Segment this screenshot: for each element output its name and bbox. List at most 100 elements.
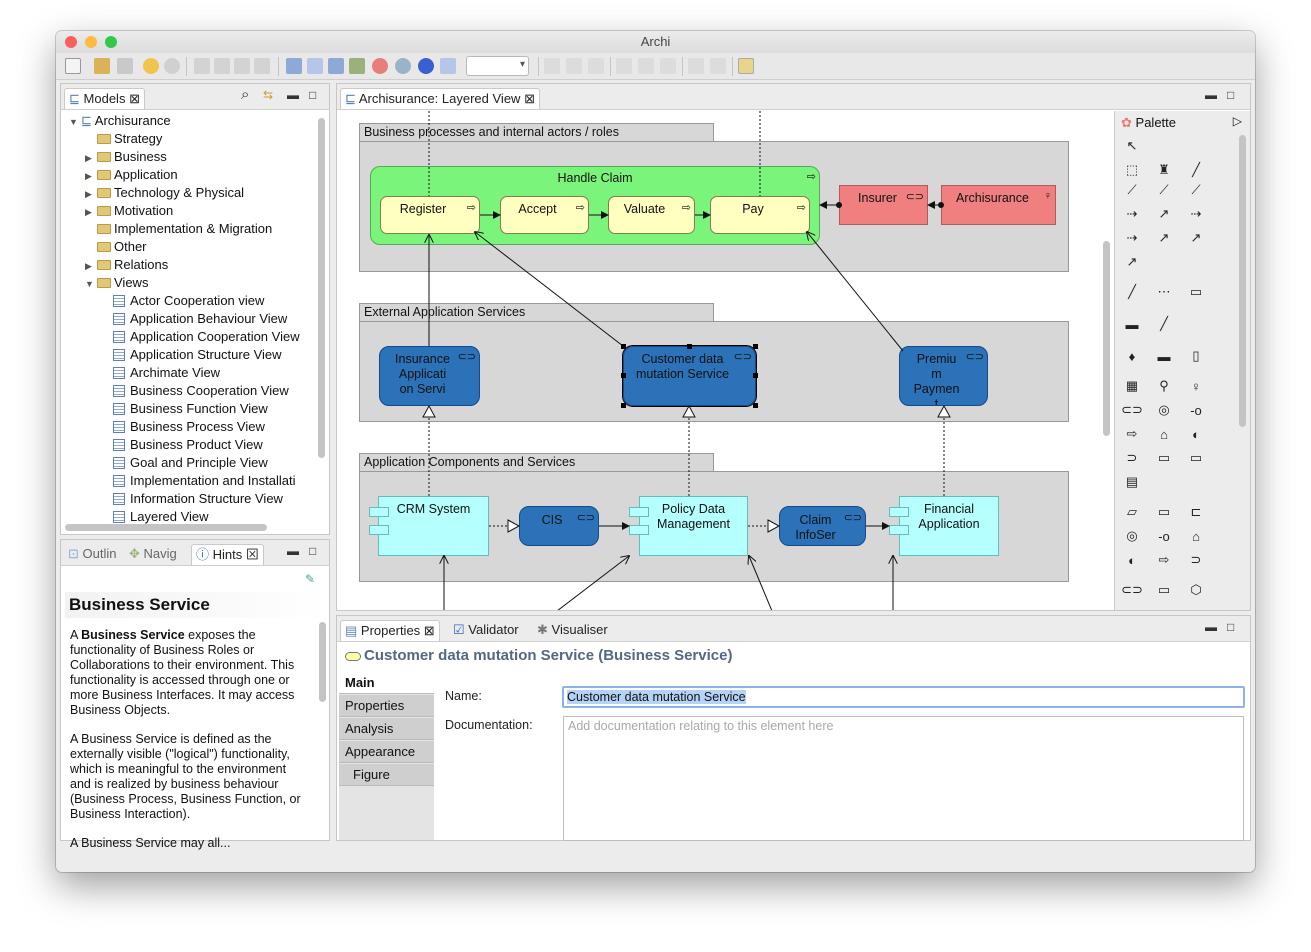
minimize-panel-icon[interactable]: ▬	[287, 544, 299, 558]
tree-item[interactable]: Business Function View	[101, 400, 268, 418]
palette-tool-icon[interactable]: ⊂⊃	[1121, 582, 1143, 597]
palette-tool-icon[interactable]: ⇨	[1126, 426, 1138, 441]
palette-tool-icon[interactable]: ▭	[1189, 450, 1203, 465]
tree-item[interactable]: ▶Business	[85, 148, 167, 166]
paste-icon[interactable]	[234, 58, 250, 74]
align-middle-icon[interactable]	[638, 58, 654, 74]
align-left-icon[interactable]	[544, 58, 560, 74]
palette-tool-icon[interactable]: -o	[1190, 402, 1202, 418]
palette-tool-icon[interactable]: ⬚	[1125, 162, 1139, 177]
palette-tool-icon[interactable]: ⊏	[1190, 504, 1202, 519]
palette-tool-icon[interactable]: ◎	[1158, 402, 1170, 417]
tree-item[interactable]: ▶Motivation	[85, 202, 173, 220]
palette-tool-icon[interactable]: ▬	[1157, 348, 1171, 364]
tab-properties[interactable]: ▤ Properties ⊠	[340, 620, 440, 641]
tree-horizontal-scrollbar[interactable]	[65, 524, 267, 531]
default-size-icon[interactable]	[738, 58, 754, 74]
tree-item[interactable]: ▼Views	[85, 274, 148, 292]
palette-tool-icon[interactable]: ╱	[1128, 284, 1136, 299]
palette-tool-icon[interactable]: ⬡	[1190, 582, 1202, 597]
palette-tool-icon[interactable]: ◎	[1126, 528, 1138, 543]
canvas-scrollbar[interactable]	[1103, 241, 1110, 436]
tree-item[interactable]: Layered View	[101, 508, 209, 526]
save-icon[interactable]	[117, 58, 133, 74]
delete-icon[interactable]	[254, 58, 270, 74]
palette-tool-icon[interactable]: ⇨	[1158, 552, 1170, 567]
insurer-role[interactable]: Insurer⊂⊃	[839, 185, 928, 225]
tree-item[interactable]: Business Process View	[101, 418, 265, 436]
accept-process[interactable]: Accept⇨	[500, 196, 589, 234]
tab-hints[interactable]: ⓘ Hints ⊠	[191, 544, 264, 565]
navigator-icon[interactable]	[349, 58, 365, 74]
documentation-field[interactable]: Add documentation relating to this eleme…	[563, 716, 1244, 841]
tree-item[interactable]: ▶Application	[85, 166, 178, 184]
tree-item[interactable]: Business Product View	[101, 436, 263, 454]
tab-layered-view[interactable]: ⊑ Archisurance: Layered View ⊠	[340, 88, 540, 109]
palette-tool-icon[interactable]: ⇢	[1126, 206, 1138, 221]
tree-expand-icon[interactable]: ▶	[85, 261, 92, 271]
palette-tool-icon[interactable]: ▬	[1125, 316, 1139, 332]
palette-tool-icon[interactable]: ⇢	[1126, 230, 1138, 245]
tree-item[interactable]: Implementation & Migration	[85, 220, 272, 238]
tree-expand-icon[interactable]: ▶	[85, 153, 92, 163]
palette-tool-icon[interactable]: ▭	[1189, 284, 1203, 299]
open-folder-icon[interactable]	[94, 58, 110, 74]
claim-infoserv-service[interactable]: Claim InfoSer⊂⊃	[779, 506, 866, 546]
maximize-panel-icon[interactable]: □	[1227, 88, 1235, 102]
outline-icon[interactable]	[328, 58, 344, 74]
close-window-button[interactable]	[65, 36, 77, 48]
maximize-panel-icon[interactable]: □	[309, 544, 317, 558]
financial-application-component[interactable]: Financial Application	[899, 496, 999, 556]
palette-tool-icon[interactable]: ⋯	[1157, 284, 1171, 299]
tab-validator[interactable]: ☑ Validator	[453, 622, 519, 637]
palette-tool-icon[interactable]: ⊃	[1190, 552, 1202, 567]
palette-tool-icon[interactable]: ⇢	[1190, 206, 1202, 221]
side-tab-appearance[interactable]: Appearance	[339, 741, 434, 763]
minimize-panel-icon[interactable]: ▬	[1205, 88, 1217, 102]
pin-hint-icon[interactable]: ✎	[305, 572, 316, 586]
validator-icon[interactable]	[440, 58, 456, 74]
side-tab-figure[interactable]: Figure	[339, 764, 434, 786]
info-icon[interactable]	[418, 58, 434, 74]
link-to-editor-icon[interactable]: ⇆	[263, 88, 274, 102]
palette-tool-icon[interactable]: ╱	[1192, 162, 1200, 177]
tree-item[interactable]: ▼⊑ Archisurance	[69, 112, 171, 130]
premium-payment-service[interactable]: Premiu m Paymen t⊂⊃	[899, 346, 988, 406]
zoom-window-button[interactable]	[105, 36, 117, 48]
tab-models[interactable]: ⊑ Models ⊠	[64, 88, 145, 109]
palette-tool-icon[interactable]: ⌂	[1160, 426, 1168, 442]
tree-item[interactable]: Business Cooperation View	[101, 382, 289, 400]
palette-tool-icon[interactable]: ⊃	[1126, 450, 1138, 465]
undo-icon[interactable]	[143, 58, 159, 74]
palette-tool-icon[interactable]: ↖	[1126, 138, 1138, 153]
palette-tool-icon[interactable]: ⌂	[1192, 528, 1200, 544]
cis-service[interactable]: CIS⊂⊃	[519, 506, 599, 546]
name-field[interactable]: Customer data mutation Service	[562, 686, 1245, 708]
models-tree-icon[interactable]	[286, 58, 302, 74]
palette-tool-icon[interactable]: ⊂⊃	[1121, 402, 1143, 417]
palette-tool-icon[interactable]: ▤	[1125, 474, 1139, 489]
new-model-icon[interactable]	[65, 58, 81, 74]
tree-expand-icon[interactable]: ▼	[69, 117, 78, 127]
palette-tool-icon[interactable]: ↗	[1126, 254, 1138, 269]
palette-tool-icon[interactable]: ▦	[1125, 378, 1139, 393]
diagram-canvas[interactable]: Business processes and internal actors /…	[337, 111, 1112, 610]
palette-tool-icon[interactable]: ╱	[1160, 316, 1168, 331]
tree-item[interactable]: Implementation and Installati	[101, 472, 295, 490]
minimize-panel-icon[interactable]: ▬	[1205, 620, 1217, 634]
tree-expand-icon[interactable]: ▶	[85, 171, 92, 181]
close-tab-icon[interactable]: ⊠	[423, 623, 435, 638]
tree-item[interactable]: Archimate View	[101, 364, 220, 382]
tree-item[interactable]: Application Behaviour View	[101, 310, 287, 328]
palette-tool-icon[interactable]: ♜	[1158, 162, 1170, 177]
palette-tool-icon[interactable]: ⟋	[1127, 182, 1137, 197]
side-tab-properties[interactable]: Properties	[339, 695, 434, 717]
side-tab-analysis[interactable]: Analysis	[339, 718, 434, 740]
palette-tool-icon[interactable]: ⟋	[1159, 182, 1169, 197]
minimize-panel-icon[interactable]: ▬	[287, 88, 299, 102]
tree-item[interactable]: Strategy	[85, 130, 162, 148]
tree-item[interactable]: Application Structure View	[101, 346, 282, 364]
palette-tool-icon[interactable]: ▭	[1157, 504, 1171, 519]
tree-expand-icon[interactable]: ▼	[85, 279, 94, 289]
minimize-window-button[interactable]	[85, 36, 97, 48]
